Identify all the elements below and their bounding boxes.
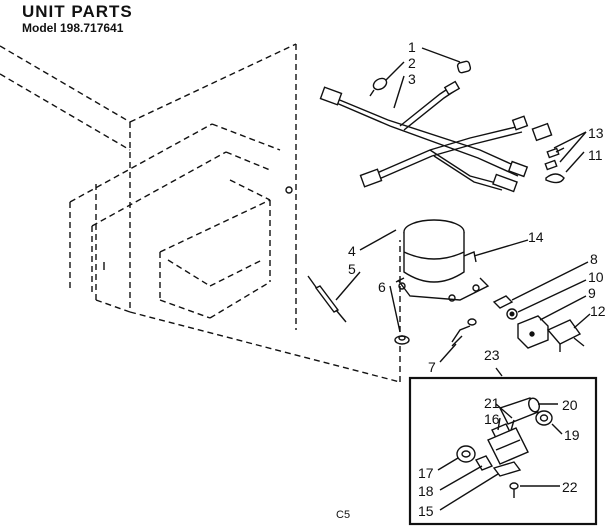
part-1-connector <box>456 60 472 74</box>
callout-21: 21 <box>484 395 500 411</box>
callout-17: 17 <box>418 465 434 481</box>
part-11-clip <box>545 173 565 184</box>
callout-10: 10 <box>588 269 604 285</box>
part-6-grommet <box>394 335 410 345</box>
part-22-screw <box>509 482 519 498</box>
part-23-kit-box <box>408 376 598 526</box>
wiring-harness <box>319 80 553 193</box>
callout-2: 2 <box>408 55 416 71</box>
callout-15: 15 <box>418 503 434 519</box>
callout-22: 22 <box>562 479 578 495</box>
callout-8: 8 <box>590 251 598 267</box>
callout-9: 9 <box>588 285 596 301</box>
part-9-relay <box>517 315 549 349</box>
callout-1: 1 <box>408 39 416 55</box>
cabinet-outline <box>0 43 401 383</box>
callout-16: 16 <box>484 411 500 427</box>
part-15-plate <box>492 461 522 477</box>
callout-23: 23 <box>484 347 500 363</box>
page-title: UNIT PARTS <box>22 2 133 21</box>
callout-5: 5 <box>348 261 356 277</box>
callout-14: 14 <box>528 229 544 245</box>
callout-20: 20 <box>562 397 578 413</box>
callout-7: 7 <box>428 359 436 375</box>
leader-lines <box>335 47 591 511</box>
callout-4: 4 <box>348 243 356 259</box>
callout-3: 3 <box>408 71 416 87</box>
part-17-relay <box>456 445 476 463</box>
part-20-capacitor <box>499 397 540 425</box>
part-8-clip <box>492 295 514 309</box>
part-2-connector <box>369 77 388 97</box>
part-5-drier <box>307 275 347 323</box>
figure-code: C5 <box>336 509 351 521</box>
part-19-cap <box>535 410 553 426</box>
callout-labels: 1 2 3 13 11 14 4 5 6 7 8 10 9 12 23 21 1… <box>348 39 606 519</box>
part-7-terminal <box>451 318 477 347</box>
model-number: Model 198.717641 <box>22 21 124 35</box>
part-14-compressor <box>395 219 490 302</box>
part-12-bracket <box>546 319 585 352</box>
callout-12: 12 <box>590 303 606 319</box>
callout-6: 6 <box>378 279 386 295</box>
part-13-screws <box>544 147 565 171</box>
callout-13: 13 <box>588 125 604 141</box>
callout-19: 19 <box>564 427 580 443</box>
part-10-overload <box>506 308 518 320</box>
callout-18: 18 <box>418 483 434 499</box>
callout-11: 11 <box>588 147 603 163</box>
